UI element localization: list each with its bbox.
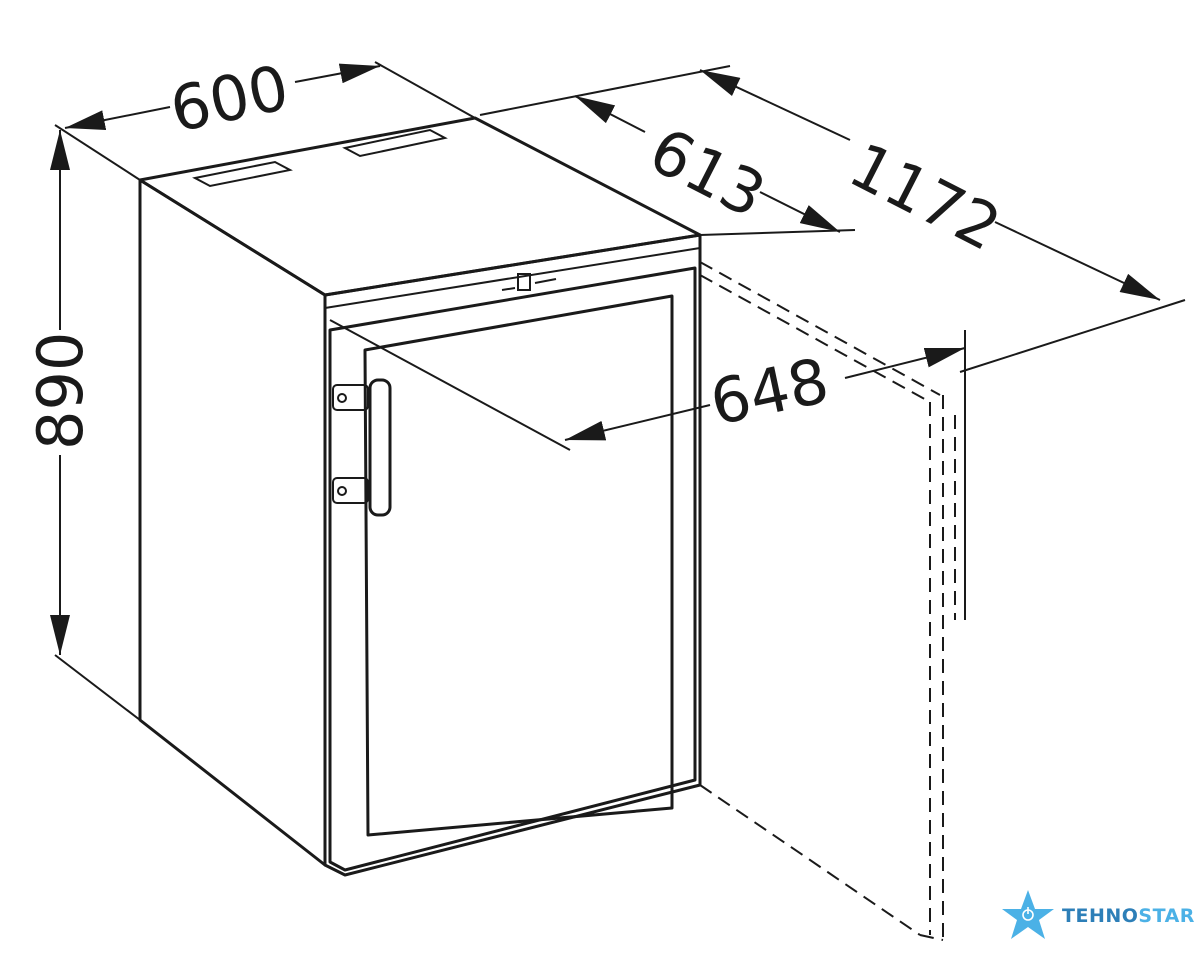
logo-text-part1: TEHNO bbox=[1062, 905, 1139, 927]
hinge bbox=[332, 384, 369, 411]
door-handle bbox=[368, 378, 392, 517]
hinge bbox=[332, 477, 369, 504]
logo-star-icon bbox=[1002, 890, 1054, 939]
dim-line-width bbox=[64, 106, 171, 130]
control-panel bbox=[517, 273, 531, 291]
dim-line-depth bbox=[574, 95, 646, 133]
logo-text-part2: STAR bbox=[1138, 905, 1195, 927]
label-door-depth: 648 bbox=[704, 344, 835, 440]
door-glass bbox=[363, 294, 674, 837]
logo-text: TEHNOSTAR bbox=[1062, 905, 1195, 927]
cabinet bbox=[138, 116, 702, 877]
label-height: 890 bbox=[24, 332, 97, 450]
label-width: 600 bbox=[164, 51, 295, 147]
cabinet-front bbox=[323, 233, 702, 877]
dim-line-door bbox=[564, 404, 711, 441]
top-vent bbox=[342, 128, 448, 158]
label-depth-open: 1172 bbox=[838, 128, 1012, 265]
cabinet-top bbox=[138, 116, 702, 297]
top-vent bbox=[192, 160, 293, 188]
dim-line-depth-open bbox=[699, 69, 851, 141]
open-door-outline bbox=[699, 261, 956, 941]
cabinet-side bbox=[138, 178, 327, 867]
door bbox=[328, 266, 697, 872]
extension-lines bbox=[54, 61, 1186, 721]
